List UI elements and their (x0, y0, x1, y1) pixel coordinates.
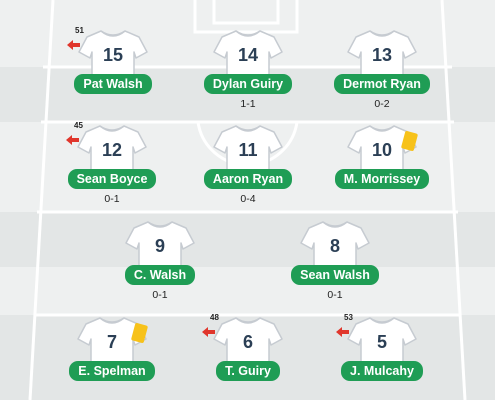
substitution-arrow-icon (336, 324, 349, 342)
jersey-number: 10 (371, 140, 393, 160)
substitution-arrow-icon (67, 37, 80, 55)
right-sideline (440, 0, 467, 400)
jersey-icon (347, 317, 417, 373)
player-name-badge[interactable]: Aaron Ryan (203, 169, 293, 189)
jersey-number: 5 (376, 332, 387, 352)
substitution-minute: 45 (74, 121, 83, 130)
jersey-number: 15 (102, 45, 124, 65)
jersey-icon (213, 317, 283, 373)
jersey-icon (213, 125, 283, 181)
player-name-badge[interactable]: Sean Walsh (291, 265, 379, 285)
player-name-badge[interactable]: Pat Walsh (74, 74, 152, 94)
jersey-icon (77, 125, 147, 181)
player-name-badge[interactable]: T. Guiry (216, 361, 280, 381)
substitution-arrow-icon (202, 324, 215, 342)
player-7[interactable]: 7 E. Spelman (52, 315, 172, 400)
player-score: 0-2 (374, 98, 390, 110)
small-square (193, 0, 299, 34)
player-6[interactable]: 6 T. Guiry 48 (188, 313, 308, 400)
jersey-number: 9 (154, 236, 165, 256)
player-9[interactable]: 9 C. Walsh 0-1 (100, 219, 220, 315)
player-name-badge[interactable]: E. Spelman (69, 361, 155, 381)
jersey-number: 7 (106, 332, 117, 352)
player-name-badge[interactable]: Dermot Ryan (334, 74, 430, 94)
jersey-icon (347, 30, 417, 86)
left-sideline (28, 0, 55, 400)
player-score: 0-1 (104, 193, 120, 205)
jersey-number: 13 (371, 45, 393, 65)
jersey-number: 12 (101, 140, 123, 160)
jersey-icon (125, 221, 195, 277)
pitch-stripe (0, 267, 495, 315)
player-name-badge[interactable]: Dylan Guiry (203, 74, 293, 94)
substitution-minute: 48 (210, 313, 219, 322)
jersey-icon (347, 125, 417, 181)
player-10[interactable]: 10 M. Morrissey (322, 123, 442, 219)
player-score: 1-1 (240, 98, 256, 110)
player-name-badge[interactable]: M. Morrissey (334, 169, 430, 189)
jersey-icon (300, 221, 370, 277)
jersey-number: 8 (329, 236, 340, 256)
jersey-icon (213, 30, 283, 86)
player-name-badge[interactable]: Sean Boyce (67, 169, 157, 189)
player-score: 0-1 (152, 289, 168, 301)
player-score: 0-4 (240, 193, 256, 205)
substitution-minute: 51 (75, 26, 84, 35)
pitch-stripe (0, 212, 495, 267)
jersey-number: 6 (242, 332, 253, 352)
substitution-minute: 53 (344, 313, 353, 322)
player-name-badge[interactable]: J. Mulcahy (341, 361, 423, 381)
jersey-number: 11 (238, 140, 258, 160)
jersey-number: 14 (237, 45, 259, 65)
jersey-icon (77, 317, 147, 373)
goal-box (212, 0, 280, 25)
player-5[interactable]: 5 J. Mulcahy 53 (322, 313, 442, 400)
player-score: 0-1 (327, 289, 343, 301)
jersey-icon (78, 30, 148, 86)
player-name-badge[interactable]: C. Walsh (124, 265, 196, 285)
substitution-arrow-icon (66, 132, 79, 150)
